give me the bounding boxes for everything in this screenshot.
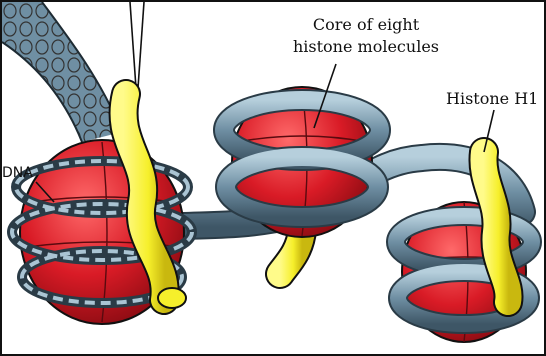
top-pointer-line [130, 2, 136, 88]
nucleosome-center [224, 64, 380, 237]
chromatin-coil [2, 2, 122, 142]
histone-h1-label: Histone H1 [446, 88, 538, 110]
core-label-line1: Core of eight [266, 14, 466, 36]
core-label: Core of eight histone molecules [266, 14, 466, 58]
core-label-line2: histone molecules [266, 36, 466, 58]
dna-label: DNA [2, 162, 33, 184]
